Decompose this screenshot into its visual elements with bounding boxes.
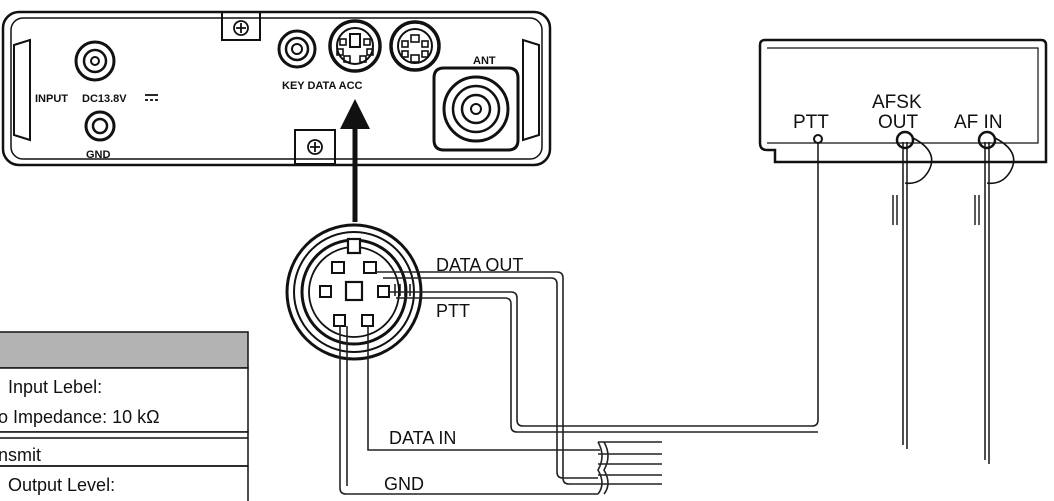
radio-rear-panel: [1, 10, 552, 167]
afsk-out-jack-icon: [892, 130, 933, 225]
af-in-jack-icon: [974, 130, 1015, 225]
dc-symbol-icon: [145, 94, 158, 101]
data-in-pin-label: DATA IN: [389, 428, 456, 448]
input-label: INPUT: [35, 93, 68, 105]
tnc-af-in-label: AF IN: [954, 112, 1003, 133]
gnd-terminal: [84, 110, 116, 142]
tnc-out-label: OUT: [878, 112, 919, 133]
gnd-panel-label: GND: [86, 149, 111, 161]
tnc-ptt-label: PTT: [793, 112, 829, 133]
tnc-afsk-label: AFSK: [872, 92, 922, 113]
screw-icon: [233, 20, 323, 155]
table-row1-line1: Input Lebel:: [8, 377, 102, 397]
key-jack: [277, 29, 317, 69]
table-row1-line2: o Impedance: 10 kΩ: [0, 407, 160, 427]
arrow-up-icon: [340, 99, 370, 222]
table-row2: nsmit: [0, 445, 41, 465]
spec-table: [0, 331, 249, 501]
antenna-connector: [432, 66, 520, 152]
tnc-box: [758, 38, 1048, 164]
voltage-label: DC13.8V: [82, 93, 127, 105]
ant-label: ANT: [473, 55, 496, 67]
connectors-label: KEY DATA ACC: [282, 80, 363, 92]
gnd-pin-label: GND: [384, 474, 424, 494]
data-din-socket: [328, 19, 382, 73]
wires: [339, 142, 990, 495]
acc-din-socket: [389, 20, 441, 72]
ptt-pin-label: PTT: [436, 301, 470, 321]
ptt-jack-icon: [813, 134, 823, 144]
dc-input-jack: [74, 40, 116, 82]
table-row3: Output Level:: [8, 475, 115, 495]
data-out-pin-label: DATA OUT: [436, 255, 523, 275]
